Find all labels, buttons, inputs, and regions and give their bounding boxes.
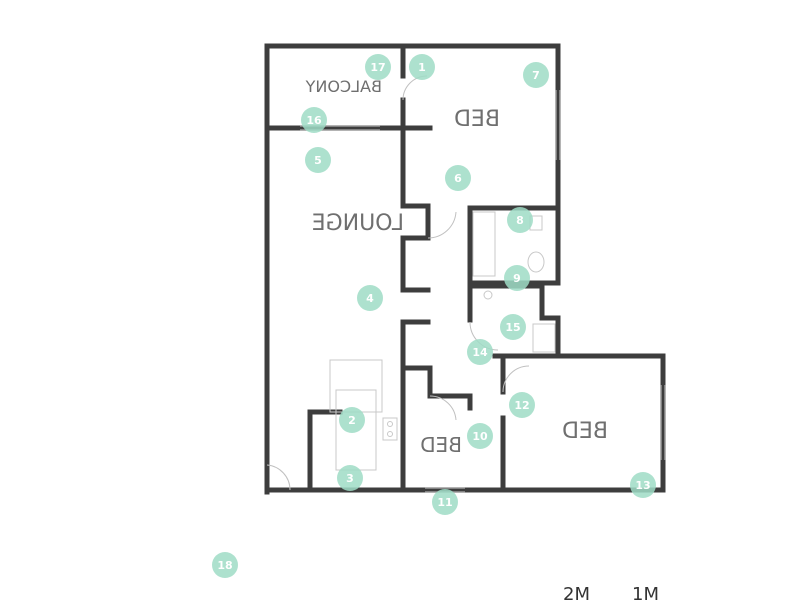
marker-number: 14	[472, 346, 488, 359]
marker-13[interactable]: 13	[630, 472, 656, 498]
room-label-bed-top: BED	[454, 107, 500, 132]
marker-number: 12	[514, 399, 529, 412]
marker-number: 1	[418, 61, 426, 74]
marker-17[interactable]: 17	[365, 54, 391, 80]
marker-circle	[507, 207, 533, 233]
marker-circle	[523, 62, 549, 88]
marker-2[interactable]: 2	[339, 407, 365, 433]
marker-8[interactable]: 8	[507, 207, 533, 233]
room-label-balcony: BALCONY	[305, 77, 382, 96]
marker-number: 10	[472, 430, 488, 443]
marker-circle	[500, 314, 526, 340]
marker-circle	[305, 147, 331, 173]
marker-number: 17	[370, 61, 385, 74]
marker-number: 6	[454, 172, 462, 185]
marker-circle	[301, 107, 327, 133]
room-label-lounge: LOUNGE	[312, 211, 404, 236]
marker-number: 16	[306, 114, 322, 127]
marker-number: 8	[516, 214, 524, 227]
marker-circle	[357, 285, 383, 311]
marker-14[interactable]: 14	[467, 339, 493, 365]
marker-circle	[409, 54, 435, 80]
scale-bar: 1M 2M	[563, 584, 659, 600]
marker-1[interactable]: 1	[409, 54, 435, 80]
marker-circle	[445, 165, 471, 191]
marker-18[interactable]: 18	[212, 552, 238, 578]
marker-3[interactable]: 3	[337, 465, 363, 491]
marker-number: 11	[437, 496, 452, 509]
marker-10[interactable]: 10	[467, 423, 493, 449]
marker-circle	[337, 465, 363, 491]
marker-circle	[467, 339, 493, 365]
marker-15[interactable]: 15	[500, 314, 526, 340]
marker-number: 13	[635, 479, 650, 492]
marker-circle	[509, 392, 535, 418]
marker-12[interactable]: 12	[509, 392, 535, 418]
marker-number: 7	[532, 69, 540, 82]
marker-number: 18	[217, 559, 232, 572]
marker-4[interactable]: 4	[357, 285, 383, 311]
marker-circle	[504, 265, 530, 291]
marker-circle	[467, 423, 493, 449]
marker-9[interactable]: 9	[504, 265, 530, 291]
room-label-bed-small: BED	[420, 433, 462, 457]
marker-circle	[630, 472, 656, 498]
marker-7[interactable]: 7	[523, 62, 549, 88]
scale-label-1m: 1M	[632, 584, 659, 600]
marker-number: 9	[513, 272, 521, 285]
marker-circle	[365, 54, 391, 80]
marker-circle	[432, 489, 458, 515]
marker-5[interactable]: 5	[305, 147, 331, 173]
walls	[264, 43, 666, 495]
marker-number: 4	[366, 292, 374, 305]
marker-circle	[212, 552, 238, 578]
scale-label-2m: 2M	[563, 584, 590, 600]
marker-6[interactable]: 6	[445, 165, 471, 191]
marker-circle	[339, 407, 365, 433]
marker-16[interactable]: 16	[301, 107, 327, 133]
marker-11[interactable]: 11	[432, 489, 458, 515]
marker-number: 15	[505, 321, 520, 334]
room-label-bed-right: BED	[562, 419, 608, 444]
marker-number: 3	[346, 472, 354, 485]
fixtures	[329, 211, 556, 471]
marker-number: 5	[314, 154, 322, 167]
marker-number: 2	[348, 414, 356, 427]
